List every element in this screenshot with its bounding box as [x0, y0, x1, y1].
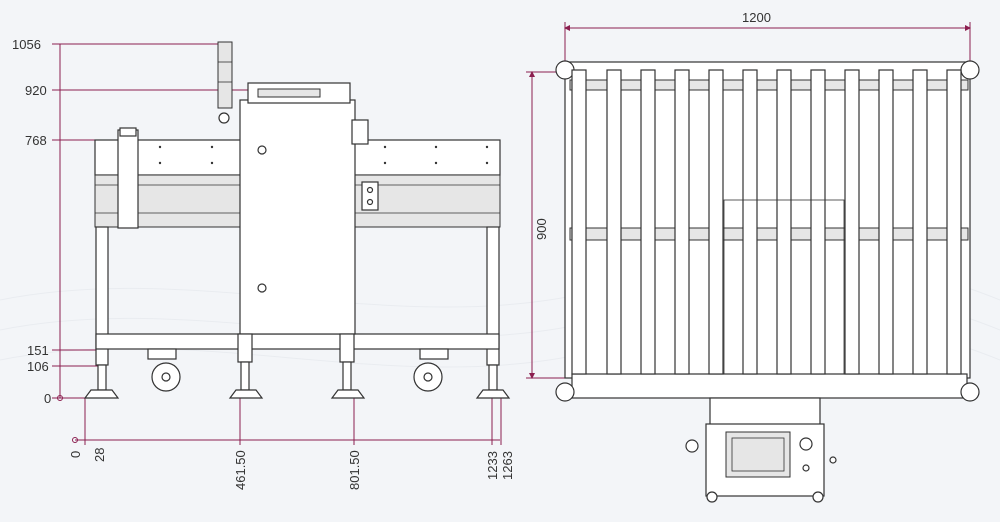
left-guide-post [117, 129, 139, 229]
bottom-label-801-50: 801.50 [347, 450, 362, 490]
top-view: 1200 900 [526, 10, 980, 503]
leveling-feet [83, 361, 511, 399]
emergency-stop-icon [799, 437, 813, 451]
height-label-106: 106 [27, 359, 49, 374]
bottom-label-1233: 1233 [485, 451, 500, 480]
housing-foot-right [339, 333, 355, 363]
width-label: 1200 [742, 10, 771, 25]
height-label-0: 0 [44, 391, 51, 406]
signal-tower [217, 41, 233, 109]
housing-foot-left [237, 333, 253, 363]
height-label-768: 768 [25, 133, 47, 148]
rollers [571, 69, 962, 375]
height-label-920: 920 [25, 83, 47, 98]
control-box-mount [709, 397, 821, 427]
height-label-151: 151 [27, 343, 49, 358]
conveyor-frame [564, 61, 971, 379]
touch-screen [725, 431, 791, 478]
depth-label: 900 [534, 218, 549, 240]
caster-wheels [147, 348, 449, 392]
bottom-label-28: 28 [92, 448, 107, 462]
lower-crossbar [95, 333, 500, 350]
bottom-label-461-50: 461.50 [233, 450, 248, 490]
front-rail [571, 373, 968, 399]
bottom-label-1263: 1263 [500, 451, 515, 480]
height-label-1056: 1056 [12, 37, 41, 52]
side-view: 1056 920 768 151 106 0 0 28 461.50 801.5… [12, 37, 515, 490]
bottom-label-0: 0 [68, 451, 83, 458]
central-housing [239, 99, 356, 335]
